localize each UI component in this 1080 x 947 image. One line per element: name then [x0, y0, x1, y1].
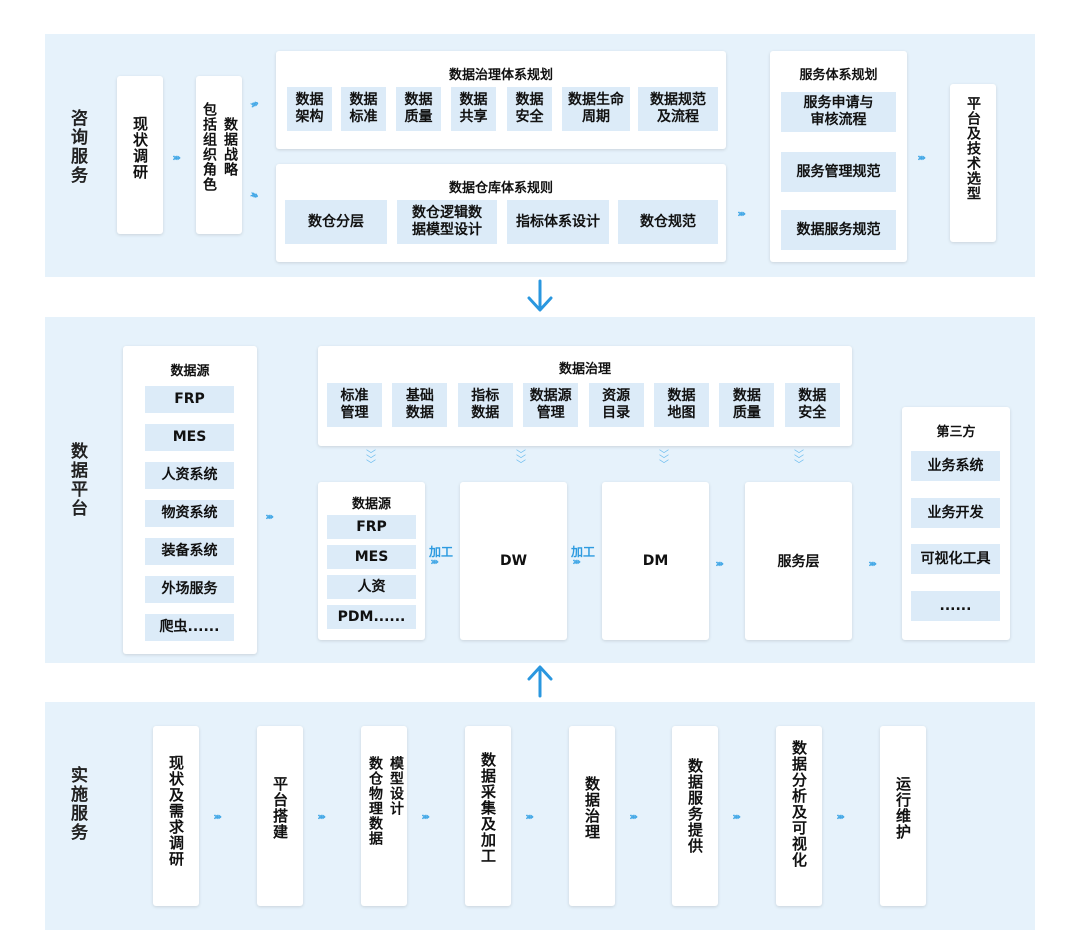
status-research-text: 现状调研	[131, 116, 149, 180]
third-party-title: 第三方	[936, 425, 976, 440]
flow-arrow: ››››	[317, 810, 326, 823]
governance-planning-item: 数据共享	[451, 87, 496, 131]
process-label: 加工	[429, 545, 454, 559]
service-planning-item: 数据服务规范	[781, 210, 896, 250]
data-source-item: 人资系统	[145, 462, 234, 489]
service-planning-item: 服务申请与审核流程	[781, 92, 896, 132]
data-sources-title: 数据源	[170, 364, 210, 379]
flow-arrow: ››››	[737, 207, 746, 220]
inner-source-item: 人资	[327, 575, 416, 599]
chevron-down-icon: ﹀﹀﹀	[659, 450, 669, 471]
data-source-item: FRP	[145, 386, 234, 413]
data-governance-item: 基础数据	[392, 383, 448, 427]
flow-arrow: ››››	[715, 557, 724, 570]
strategy-left-text: 包括组织角色	[201, 102, 217, 192]
governance-planning-item: 数据生命周期	[562, 87, 630, 131]
implementation-step-card	[880, 726, 926, 906]
inner-source-item: FRP	[327, 515, 416, 539]
flow-arrow: ››››	[430, 555, 439, 568]
data-governance-item: 数据源管理	[523, 383, 579, 427]
implementation-step-card	[776, 726, 822, 906]
governance-planning-item: 数据架构	[287, 87, 332, 131]
implementation-step-text: 现状及需求调研	[167, 755, 185, 867]
flow-arrow: ››››	[172, 151, 181, 164]
warehouse-planning-item: 数仓规范	[618, 200, 718, 244]
warehouse-planning-item: 数仓分层	[285, 200, 387, 244]
inner-source-item: MES	[327, 545, 416, 569]
data-source-item: MES	[145, 424, 234, 451]
flow-arrow: ››››	[836, 810, 845, 823]
process-label: 加工	[571, 545, 596, 559]
implementation-step-text: 运行维护	[894, 776, 912, 840]
implementation-step-card	[257, 726, 303, 906]
data-governance-item: 数据地图	[654, 383, 709, 427]
governance-planning-title: 数据治理体系规划	[448, 68, 553, 83]
data-source-item: 外场服务	[145, 576, 234, 603]
flow-arrow: ››››	[421, 810, 430, 823]
dw-box: DW	[460, 482, 567, 640]
platform-selection-text: 平台及技术选型	[965, 96, 981, 201]
flow-arrow: ››››	[265, 510, 274, 523]
status-research-card	[117, 76, 163, 234]
implementation-step-text: 数据治理	[583, 776, 601, 840]
implementation-label: 实施服务	[67, 766, 87, 842]
chevron-down-icon: ﹀﹀﹀	[794, 450, 804, 471]
platform-selection-card	[950, 84, 996, 242]
data-governance-item: 标准管理	[327, 383, 382, 427]
arrow-down-icon	[527, 279, 553, 312]
third-party-item: 业务系统	[911, 451, 1000, 481]
platform-label: 数据平台	[67, 442, 87, 518]
dm-box: DM	[602, 482, 709, 640]
data-governance-item: 数据安全	[784, 383, 840, 427]
governance-planning-item: 数据安全	[507, 87, 552, 131]
flow-arrow: ››››	[629, 810, 638, 823]
governance-planning-item: 数据质量	[396, 87, 441, 131]
implementation-step-card	[569, 726, 615, 906]
data-source-item: 物资系统	[145, 500, 234, 527]
consulting-label: 咨询服务	[67, 109, 87, 185]
warehouse-planning-item: 数仓逻辑数据模型设计	[397, 200, 497, 244]
data-source-item: 装备系统	[145, 538, 234, 565]
strategy-card	[196, 76, 242, 234]
implementation-step-text: 数据分析及可视化	[790, 740, 808, 868]
warehouse-planning-title: 数据仓库体系规则	[448, 181, 553, 196]
chevron-down-icon: ﹀﹀﹀	[366, 450, 376, 471]
warehouse-planning-item: 指标体系设计	[507, 200, 609, 244]
third-party-item: 业务开发	[911, 498, 1000, 528]
third-party-item: ......	[911, 591, 1000, 621]
flow-arrow: ››››	[572, 555, 581, 568]
implementation-band	[45, 702, 1035, 930]
flow-arrow: ››››	[213, 810, 222, 823]
implementation-step-text: 平台搭建	[271, 776, 289, 840]
data-governance-title: 数据治理	[558, 362, 611, 377]
service-layer-box: 服务层	[745, 482, 852, 640]
inner-sources-title: 数据源	[351, 497, 391, 512]
third-party-item: 可视化工具	[911, 544, 1000, 574]
governance-planning-item: 数据标准	[341, 87, 386, 131]
flow-arrow: ››››	[917, 151, 926, 164]
implementation-step-card	[361, 726, 407, 906]
service-planning-title: 服务体系规划	[799, 68, 878, 83]
implementation-step-text: 数据采集及加工	[479, 752, 497, 864]
governance-planning-item: 数据规范及流程	[638, 87, 718, 131]
flow-arrow: ››››	[525, 810, 534, 823]
implementation-step-text: 数据服务提供	[686, 758, 704, 854]
strategy-right-text: 数据战略	[222, 117, 238, 177]
data-governance-item: 指标数据	[457, 383, 513, 427]
service-planning-item: 服务管理规范	[781, 152, 896, 192]
flow-arrow: ››››	[868, 557, 877, 570]
data-source-item: 爬虫......	[145, 614, 234, 641]
data-governance-item: 资源目录	[588, 383, 644, 427]
inner-source-item: PDM......	[327, 605, 416, 629]
data-governance-item: 数据质量	[719, 383, 775, 427]
implementation-step-card	[465, 726, 511, 906]
implementation-step-text: 模型设计	[388, 756, 404, 816]
flow-arrow: ››››	[732, 810, 741, 823]
implementation-step-card	[672, 726, 718, 906]
implementation-step-text: 数仓物理数据	[367, 756, 383, 846]
implementation-step-card	[153, 726, 199, 906]
arrow-up-icon	[527, 665, 553, 698]
chevron-down-icon: ﹀﹀﹀	[516, 450, 526, 471]
